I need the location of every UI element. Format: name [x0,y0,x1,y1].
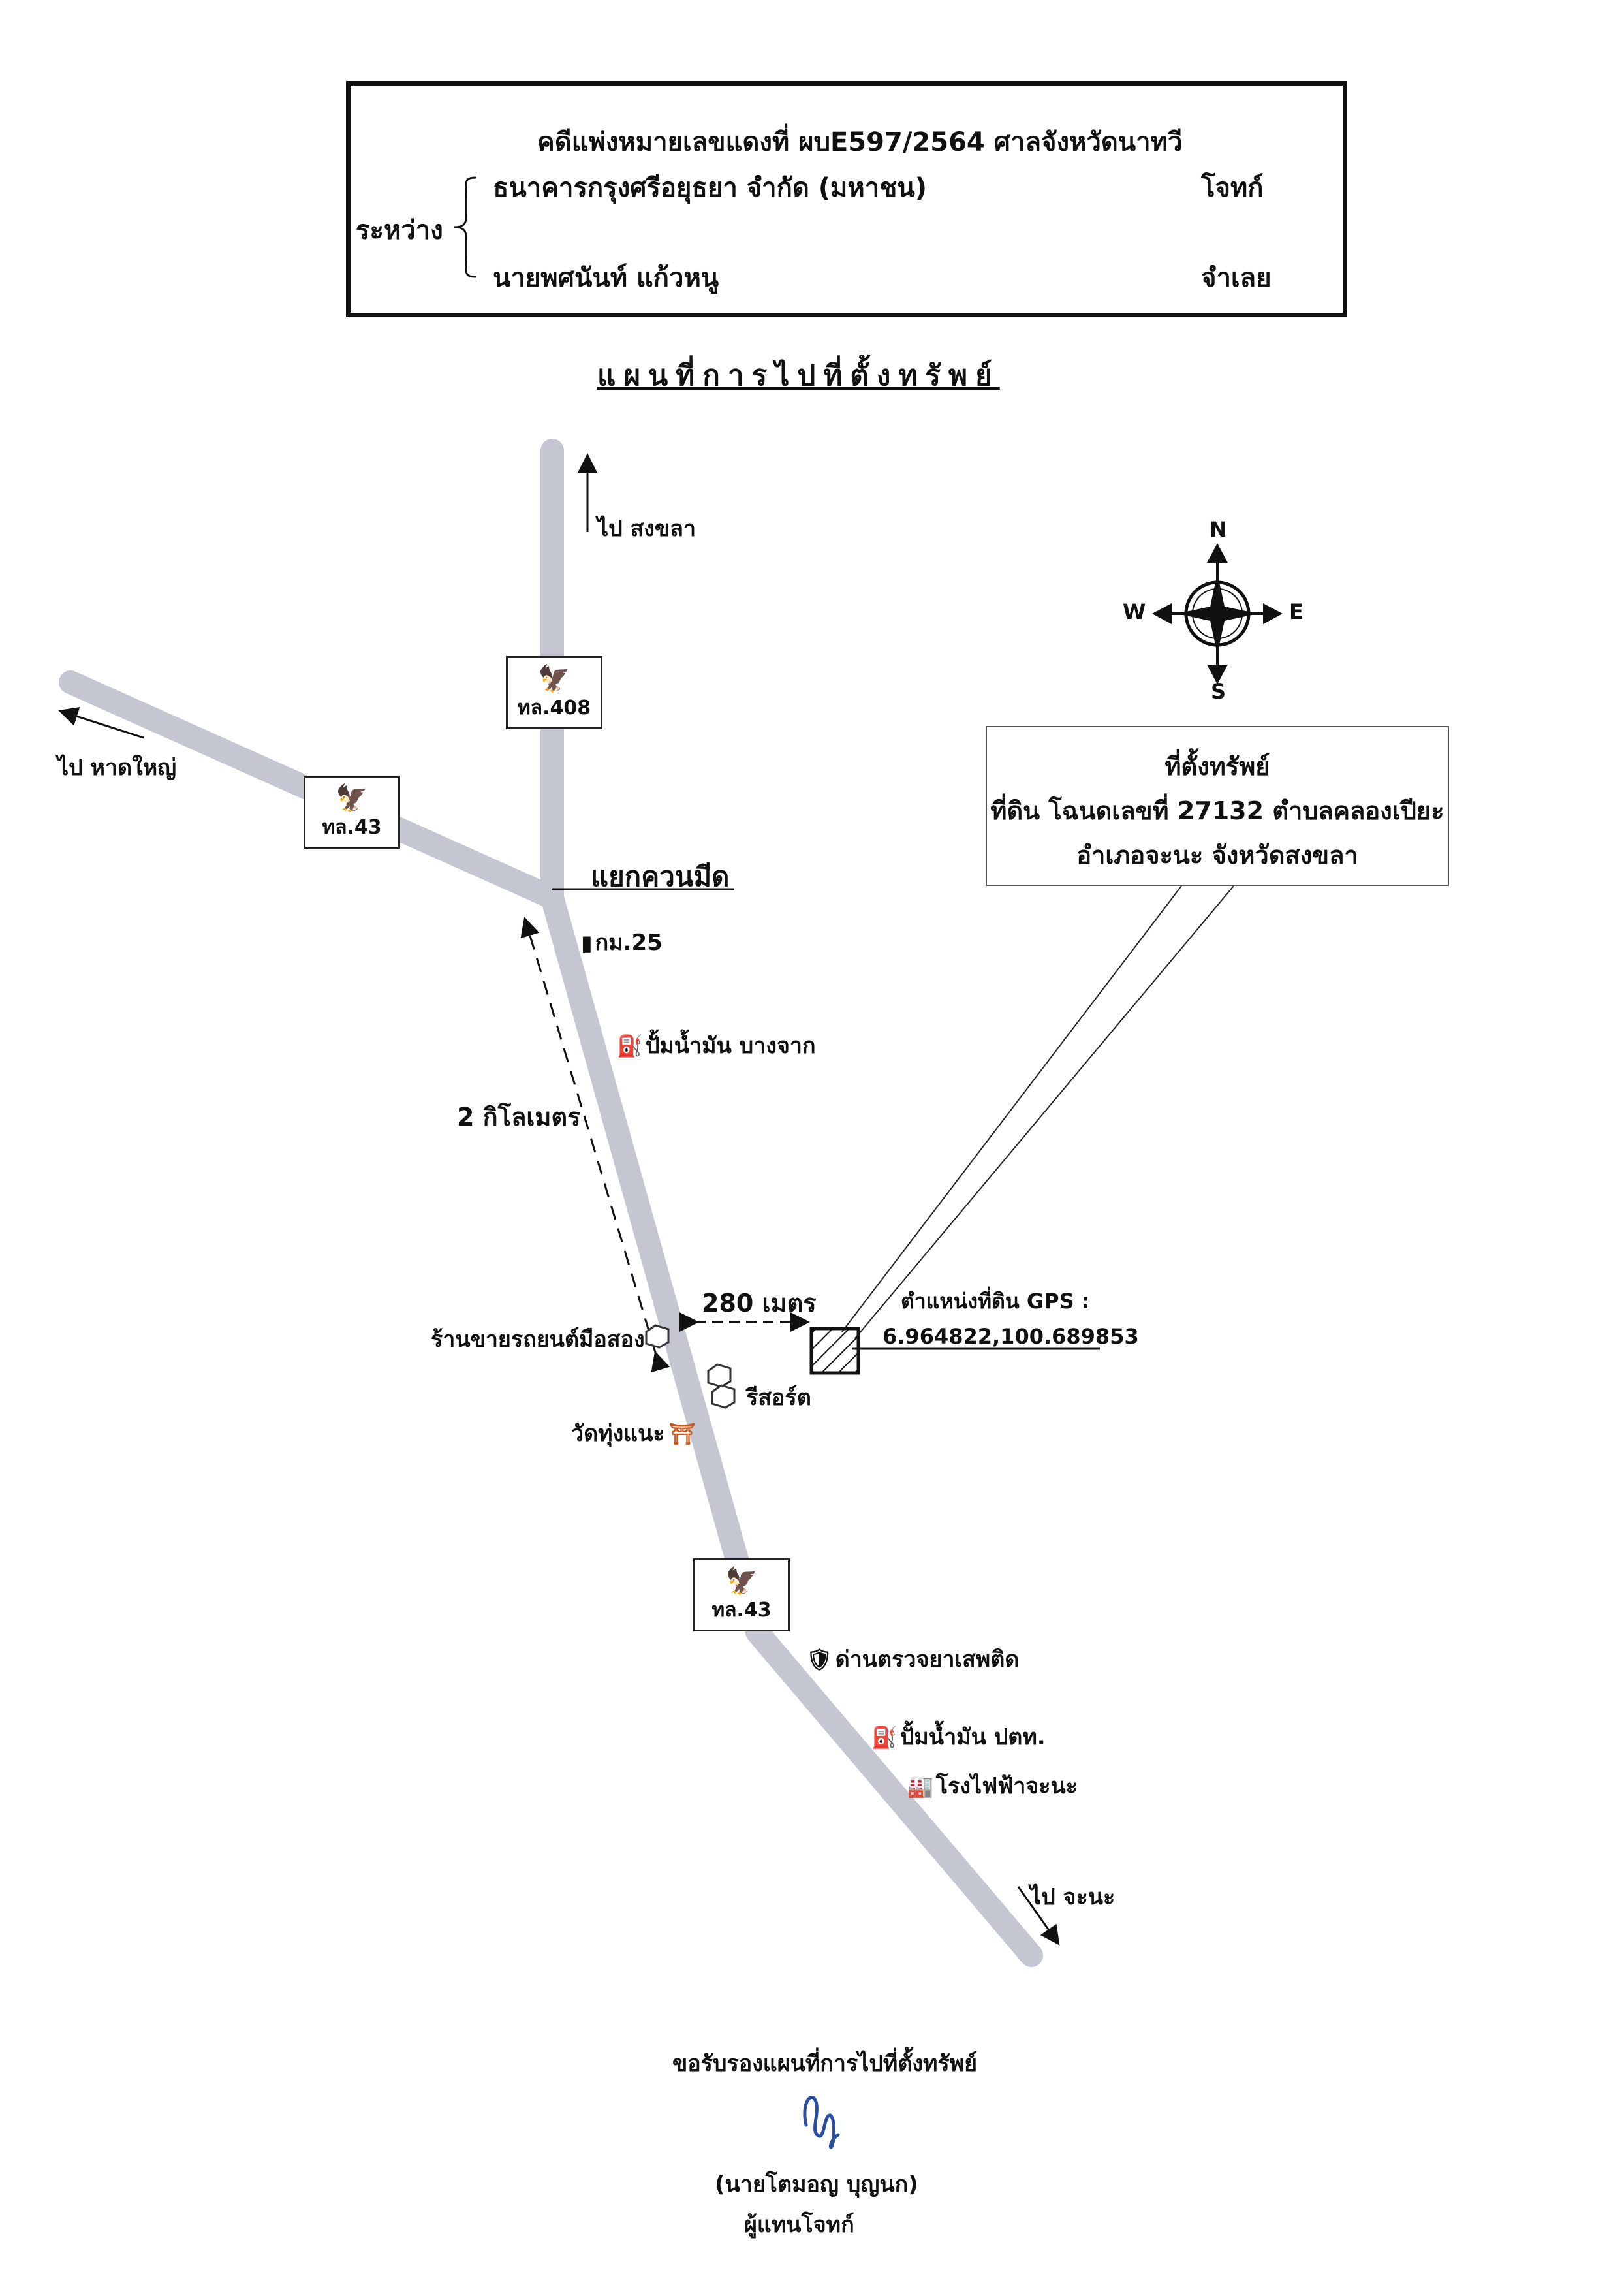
gps-label: ตำแหน่งที่ดิน GPS : [901,1289,1090,1314]
map-title: แผนที่การไปที่ตั้งทรัพย์ [597,359,1000,392]
highway-shield-43-south: 🦅 ทล.43 [693,1558,790,1631]
compass-icon [1152,543,1283,684]
resort-icon [707,1363,736,1409]
garuda-emblem-icon: 🦅 [538,664,570,694]
compass-s-label: S [1211,679,1226,704]
highway-shield-43-west: 🦅 ทล.43 [304,776,400,849]
defendant-name: นายพศนันท์ แก้วหนู [493,263,719,293]
compass-e-label: E [1289,599,1304,624]
plaintiff-role: โจทก์ [1201,173,1264,203]
distance-280m-label: 280 เมตร [702,1289,817,1317]
distance-2km-label: 2 กิโลเมตร [457,1103,581,1131]
case-title: คดีแพ่งหมายเลขแดงที่ ผบE597/2564 ศาลจังห… [537,127,1183,157]
car-shop-icon [645,1324,670,1349]
signer-name: (นายโตมอญ บุญนก) [715,2171,918,2198]
signature-icon [803,2096,840,2149]
property-box-title: ที่ตั้งทรัพย์ [1164,752,1270,781]
direction-north-label: ไป สงขลา [597,516,696,542]
leader-line-2 [854,885,1234,1339]
km-marker: ▮กม.25 [581,924,663,960]
compass-n-label: N [1210,517,1227,542]
junction-label: แยกควนมีด [591,860,730,892]
highway-number: ทล.43 [322,816,382,839]
west-arrow [58,707,144,739]
garuda-emblem-icon: 🦅 [725,1566,758,1596]
property-box-district: อำเภอจะนะ จังหวัดสงขลา [1076,841,1358,870]
poi-temple: วัดทุ่งแนะ⛩ [571,1415,698,1451]
brace-icon [454,176,477,278]
km-post-icon: ▮ [581,930,593,955]
compass-w-label: W [1123,599,1146,624]
highway-shield-408: 🦅 ทล.408 [506,656,602,729]
poi-checkpoint-label: ด่านตรวจยาเสพติด [835,1647,1020,1673]
fuel-pump-icon: ⛽ [871,1725,898,1750]
south-arrow [1017,1886,1060,1946]
poi-power-plant-label: โรงไฟฟ้าจะนะ [935,1773,1078,1799]
highway-number: ทล.408 [517,697,591,719]
gps-coordinates: 6.964822,100.689853 [882,1324,1139,1349]
poi-power-plant: 🏭โรงไฟฟ้าจะนะ [907,1768,1078,1803]
poi-gas-bangjak-label: ปั้มน้ำมัน บางจาก [645,1033,816,1059]
case-header-box [346,81,1347,317]
poi-checkpoint: 🛡ด่านตรวจยาเสพติด [806,1641,1019,1677]
signer-role: ผู้แทนโจทก์ [744,2212,854,2238]
garuda-emblem-icon: 🦅 [336,783,368,813]
poi-gas-ptt-label: ปั้มน้ำมัน ปตท. [899,1724,1046,1750]
temple-icon: ⛩ [668,1421,696,1446]
plaintiff-name: ธนาคารกรุงศรีอยุธยา จำกัด (มหาชน) [493,173,927,203]
direction-south-label: ไป จะนะ [1030,1884,1116,1910]
power-plant-icon: 🏭 [907,1774,933,1799]
property-parcel-icon [809,1327,860,1375]
km-marker-label: กม.25 [595,930,663,956]
poi-resort-label: รีสอร์ต [746,1385,811,1411]
property-location-box: ที่ตั้งทรัพย์ ที่ดิน โฉนดเลขที่ 27132 ตำ… [986,726,1449,886]
defendant-role: จำเลย [1201,263,1272,293]
distance-2km-arrow [520,917,670,1373]
poi-temple-label: วัดทุ่งแนะ [571,1421,665,1447]
between-label: ระหว่าง [356,215,443,245]
checkpoint-icon: 🛡 [806,1647,833,1672]
direction-west-label: ไป หาดใหญ่ [57,755,177,781]
property-box-deed: ที่ดิน โฉนดเลขที่ 27132 ตำบลคลองเปียะ [990,796,1444,825]
certification-text: ขอรับรองแผนที่การไปที่ตั้งทรัพย์ [672,2051,978,2077]
fuel-pump-icon: ⛽ [617,1033,643,1058]
leader-line-1 [841,885,1182,1332]
poi-gas-ptt: ⛽ปั้มน้ำมัน ปตท. [871,1719,1046,1754]
poi-gas-bangjak: ⛽ปั้มน้ำมัน บางจาก [617,1028,816,1063]
poi-car-shop-label: ร้านขายรถยนต์มือสอง [431,1327,645,1353]
highway-number: ทล.43 [711,1599,772,1622]
